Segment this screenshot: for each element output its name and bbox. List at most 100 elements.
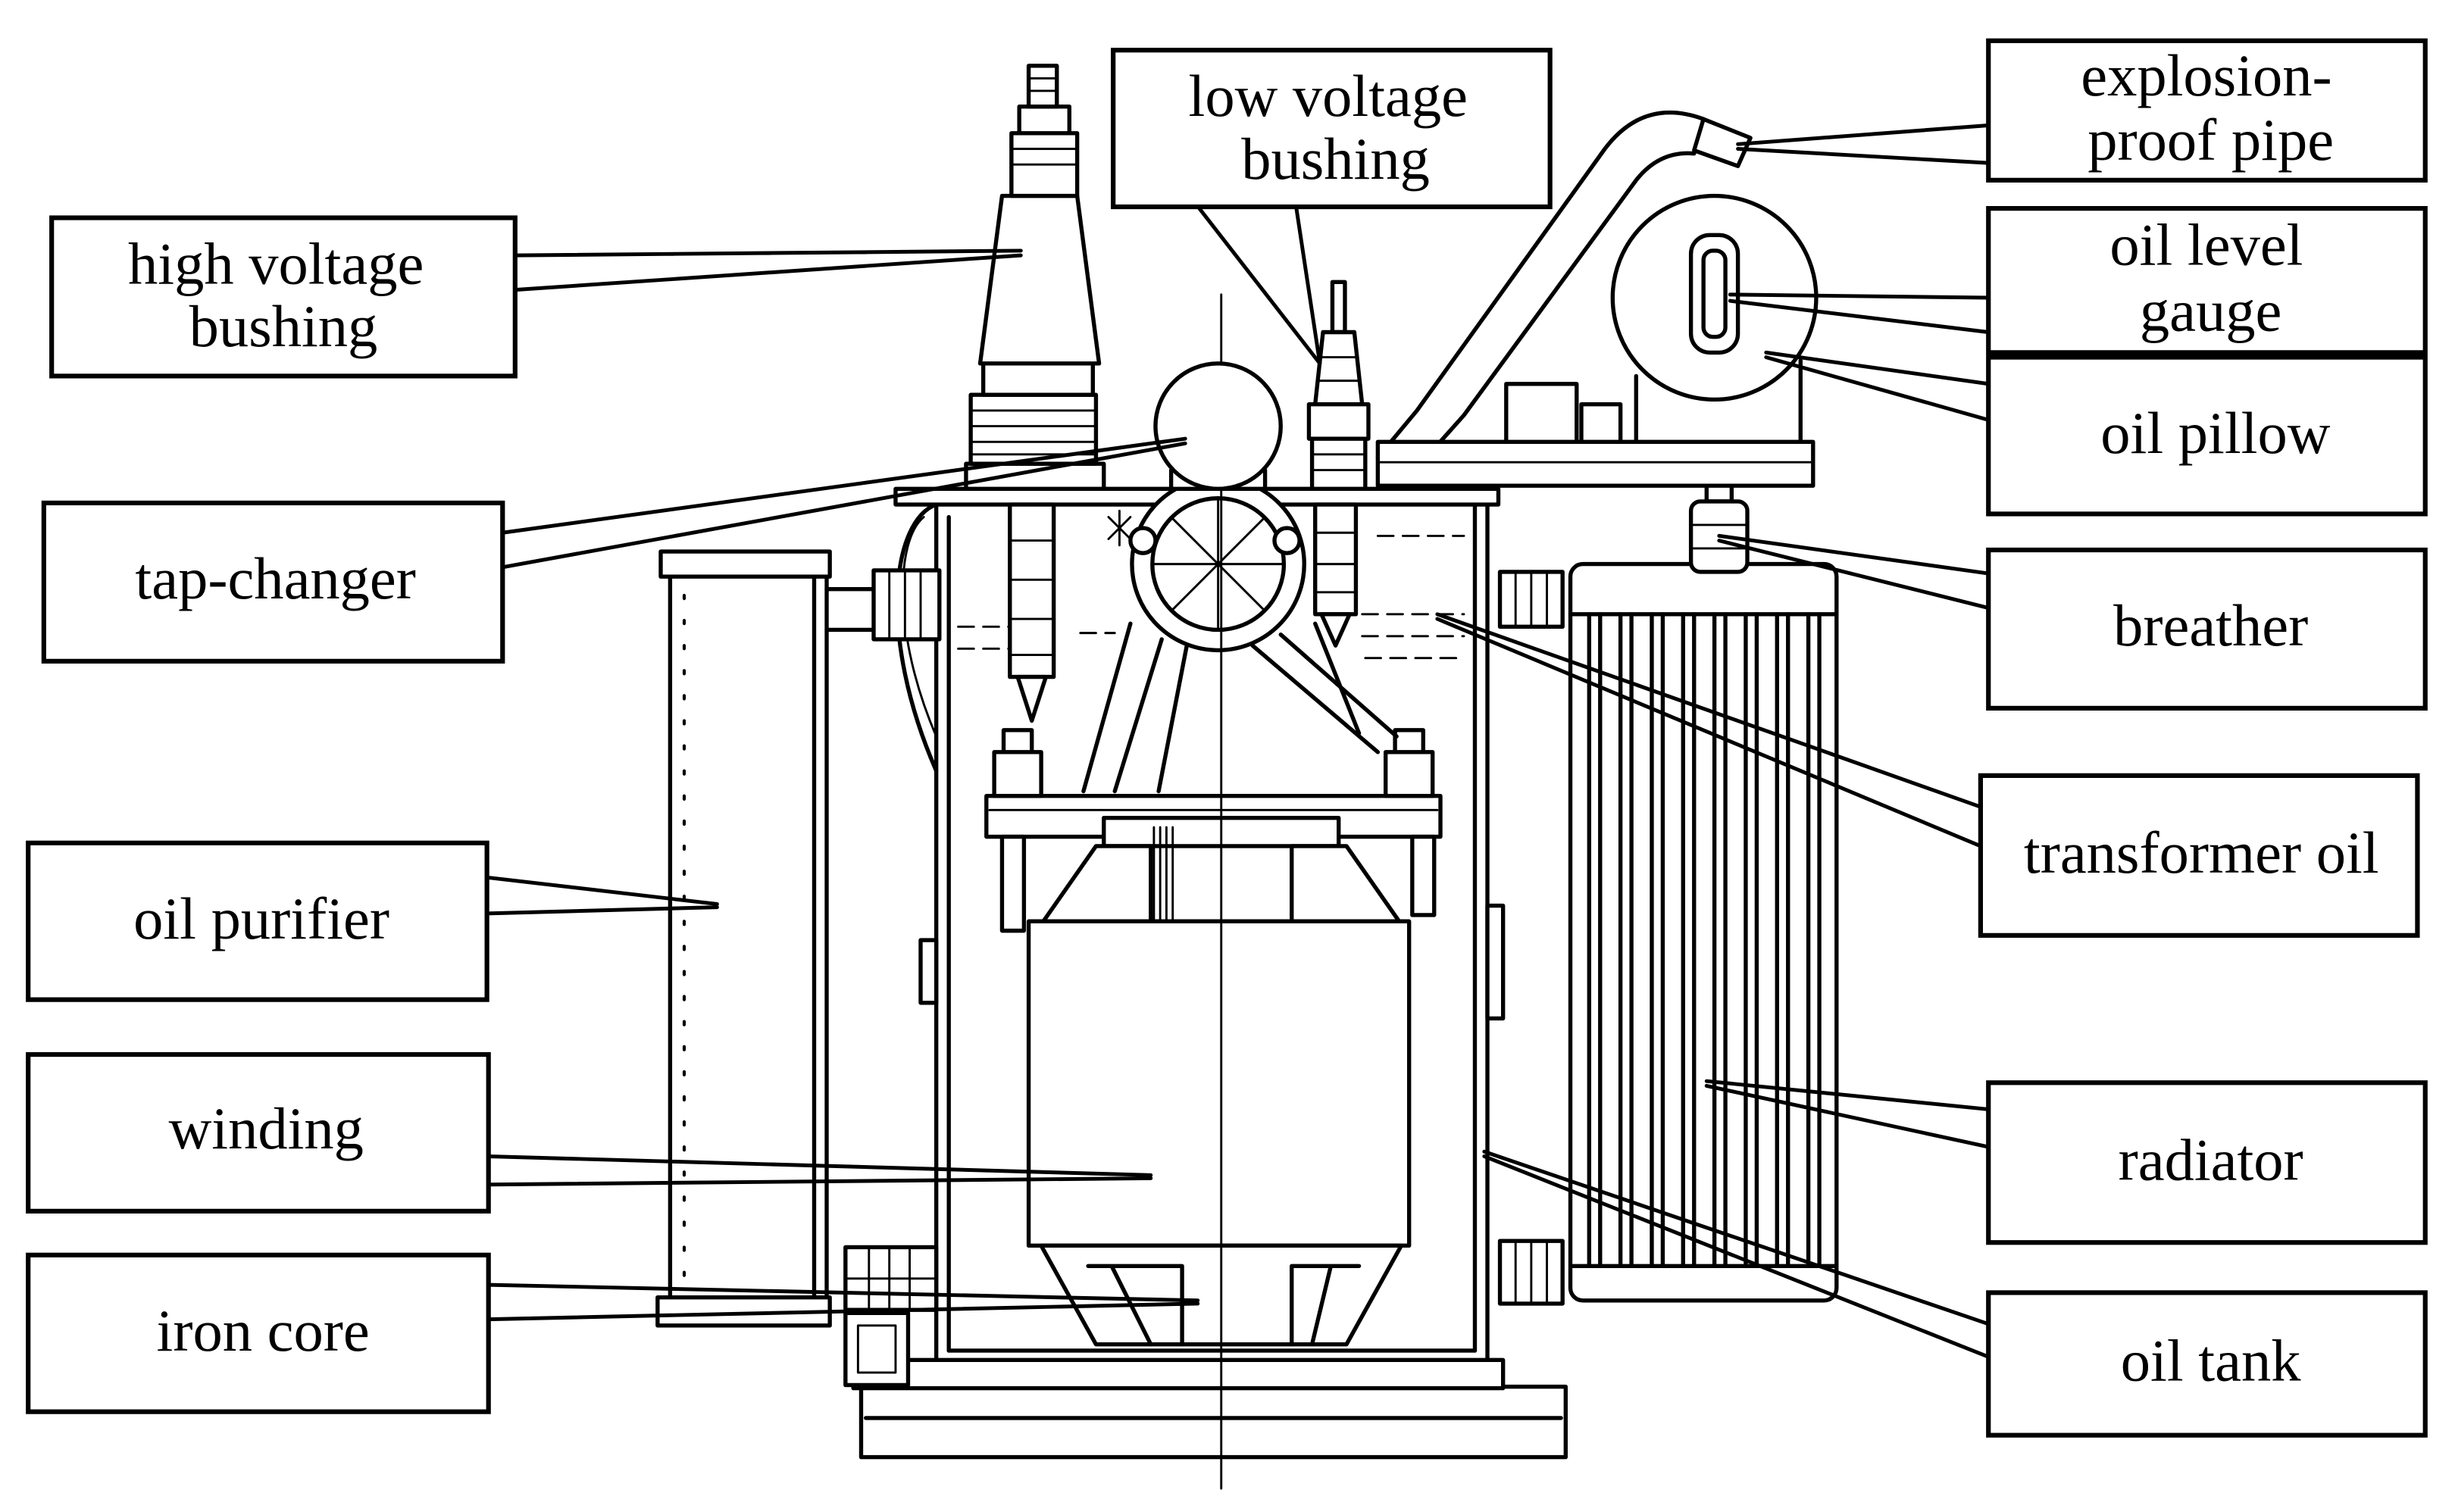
low-voltage-bushing: [1306, 280, 1371, 492]
label-line: oil tank: [2121, 1327, 2301, 1393]
label-text: transformer oil: [2024, 820, 2379, 886]
hv-lead-bands: [1009, 539, 1055, 657]
lv-bushing-flange: [1309, 436, 1368, 492]
label-line: winding: [169, 1095, 364, 1161]
label-box: [1986, 1290, 2428, 1438]
lv-bushing-flange-lines: [1311, 453, 1367, 471]
leader-oil-level-gauge: [1728, 292, 1991, 334]
label-text: breather: [2113, 592, 2308, 658]
lv-internal-lead: [1313, 502, 1359, 648]
tap-changer-dial-circle: [1153, 361, 1283, 492]
radiator-bottom-flange-bolts: [1514, 1239, 1548, 1305]
left-support-inner: [856, 1324, 897, 1374]
tap-changer-leads: [1081, 621, 1399, 794]
label-text: oil tank: [2121, 1327, 2301, 1393]
leader-high-voltage-bushing: [513, 248, 1023, 292]
hv-internal-lead: [1008, 502, 1056, 723]
radiator-tubes: [1587, 612, 1822, 1268]
oil-tank-body: [843, 486, 1568, 1460]
label-box: [1986, 38, 2428, 183]
hv-bushing-shed-lines: [969, 409, 1097, 456]
right-side-bracket: [1485, 903, 1506, 1021]
high-voltage-bushing: [964, 64, 1106, 492]
label-high-voltage-bushing: high voltage bushing: [49, 215, 518, 379]
label-text: high voltage bushing: [128, 230, 439, 359]
oil-pillow-support-block: [1504, 382, 1579, 444]
left-clamp-bolt-top: [1001, 728, 1034, 754]
hv-bushing-neck: [980, 361, 1095, 397]
radiator-top-flange-bolts: [1514, 570, 1548, 628]
tap-changer-contact-marks: [1107, 509, 1132, 547]
oil-purifier-top-cap: [658, 549, 832, 579]
label-line: oil purifier: [133, 886, 389, 951]
leader-transformer-oil: [1435, 612, 1983, 848]
label-line: explosion-: [2081, 42, 2331, 108]
tap-changer-dial: [1153, 361, 1283, 492]
transformer-oil-level-marks: [957, 534, 1465, 660]
winding-coil: [1026, 919, 1412, 1248]
label-radiator: radiator: [1986, 1080, 2428, 1245]
label-text: tap-changer: [135, 545, 416, 611]
label-text: oil pillow: [2100, 400, 2330, 466]
label-text: oil purifier: [133, 886, 389, 951]
hv-bushing-terminal: [1026, 64, 1059, 109]
label-low-voltage-bushing: low voltage bushing: [1111, 48, 1553, 210]
label-box: [26, 1051, 491, 1214]
leader-tap-changer: [500, 436, 1187, 570]
oil-purifier-top-flange-bolts: [888, 569, 922, 641]
leader-oil-purifier: [485, 875, 719, 916]
left-clamp-bolt: [992, 750, 1043, 798]
hv-bushing-cone: [977, 193, 1102, 366]
oil-pillow-legs: [1634, 358, 1803, 444]
tap-changer-contact-right: [1272, 526, 1302, 555]
label-box: [1111, 48, 1553, 210]
hv-bushing-cylinder-lines: [1010, 148, 1079, 166]
oil-pillow-support-block-small: [1579, 401, 1623, 444]
lv-lead-cylinder: [1313, 502, 1359, 617]
base-plinth: [851, 1357, 1506, 1391]
leader-oil-pillow: [1764, 350, 1991, 422]
oil-purifier: [655, 549, 942, 1328]
oil-pillow-support-plate: [1375, 439, 1815, 488]
label-box: [26, 840, 489, 1002]
lv-bushing-rod: [1330, 280, 1347, 335]
breather-lines: [1690, 523, 1749, 550]
label-line: proof pipe: [2088, 107, 2334, 173]
explosion-pipe-inner: [1410, 151, 1697, 476]
label-line: oil level: [2109, 212, 2303, 278]
hv-bushing-terminal-lines: [1027, 77, 1059, 92]
right-clamp-bolt-top: [1393, 728, 1425, 754]
hv-lead-cylinder: [1008, 502, 1056, 679]
lv-bushing-cone: [1313, 330, 1365, 407]
label-box: [1986, 1080, 2428, 1245]
leader-radiator: [1704, 1079, 1991, 1149]
label-line: bushing: [1241, 126, 1430, 192]
label-oil-purifier: oil purifier: [26, 840, 489, 1002]
leader-iron-core: [486, 1282, 1200, 1322]
label-tap-changer: tap-changer: [41, 500, 505, 664]
label-line: breather: [2113, 592, 2308, 658]
label-iron-core: iron core: [26, 1252, 491, 1414]
tap-changer-contact-left: [1128, 526, 1158, 555]
label-line: low voltage: [1189, 63, 1468, 129]
label-text: winding: [169, 1095, 364, 1161]
leader-winding: [486, 1154, 1153, 1187]
label-explosion-proof-pipe: explosion- proof pipe: [1986, 38, 2428, 183]
radiator: [1497, 561, 1839, 1306]
label-text: explosion- proof pipe: [2081, 42, 2347, 173]
label-text: radiator: [2119, 1126, 2303, 1192]
explosion-pipe-cap: [1692, 117, 1753, 168]
label-text: oil level gauge: [2109, 212, 2318, 344]
label-line: tap-changer: [135, 545, 416, 611]
right-clamp-leg: [1410, 834, 1437, 917]
label-box: [1986, 205, 2428, 355]
hv-bushing-upper-neck: [1017, 104, 1071, 136]
upper-yoke-hatching: [1152, 826, 1174, 923]
oil-purifier-bottom-flange-bolts: [844, 1245, 938, 1311]
label-line: radiator: [2119, 1126, 2303, 1192]
tap-changer-spokes: [1151, 497, 1285, 631]
label-line: gauge: [2140, 277, 2281, 343]
leader-oil-tank: [1482, 1149, 1991, 1359]
base-plate: [858, 1384, 1568, 1460]
explosion-pipe-outer: [1375, 110, 1706, 460]
